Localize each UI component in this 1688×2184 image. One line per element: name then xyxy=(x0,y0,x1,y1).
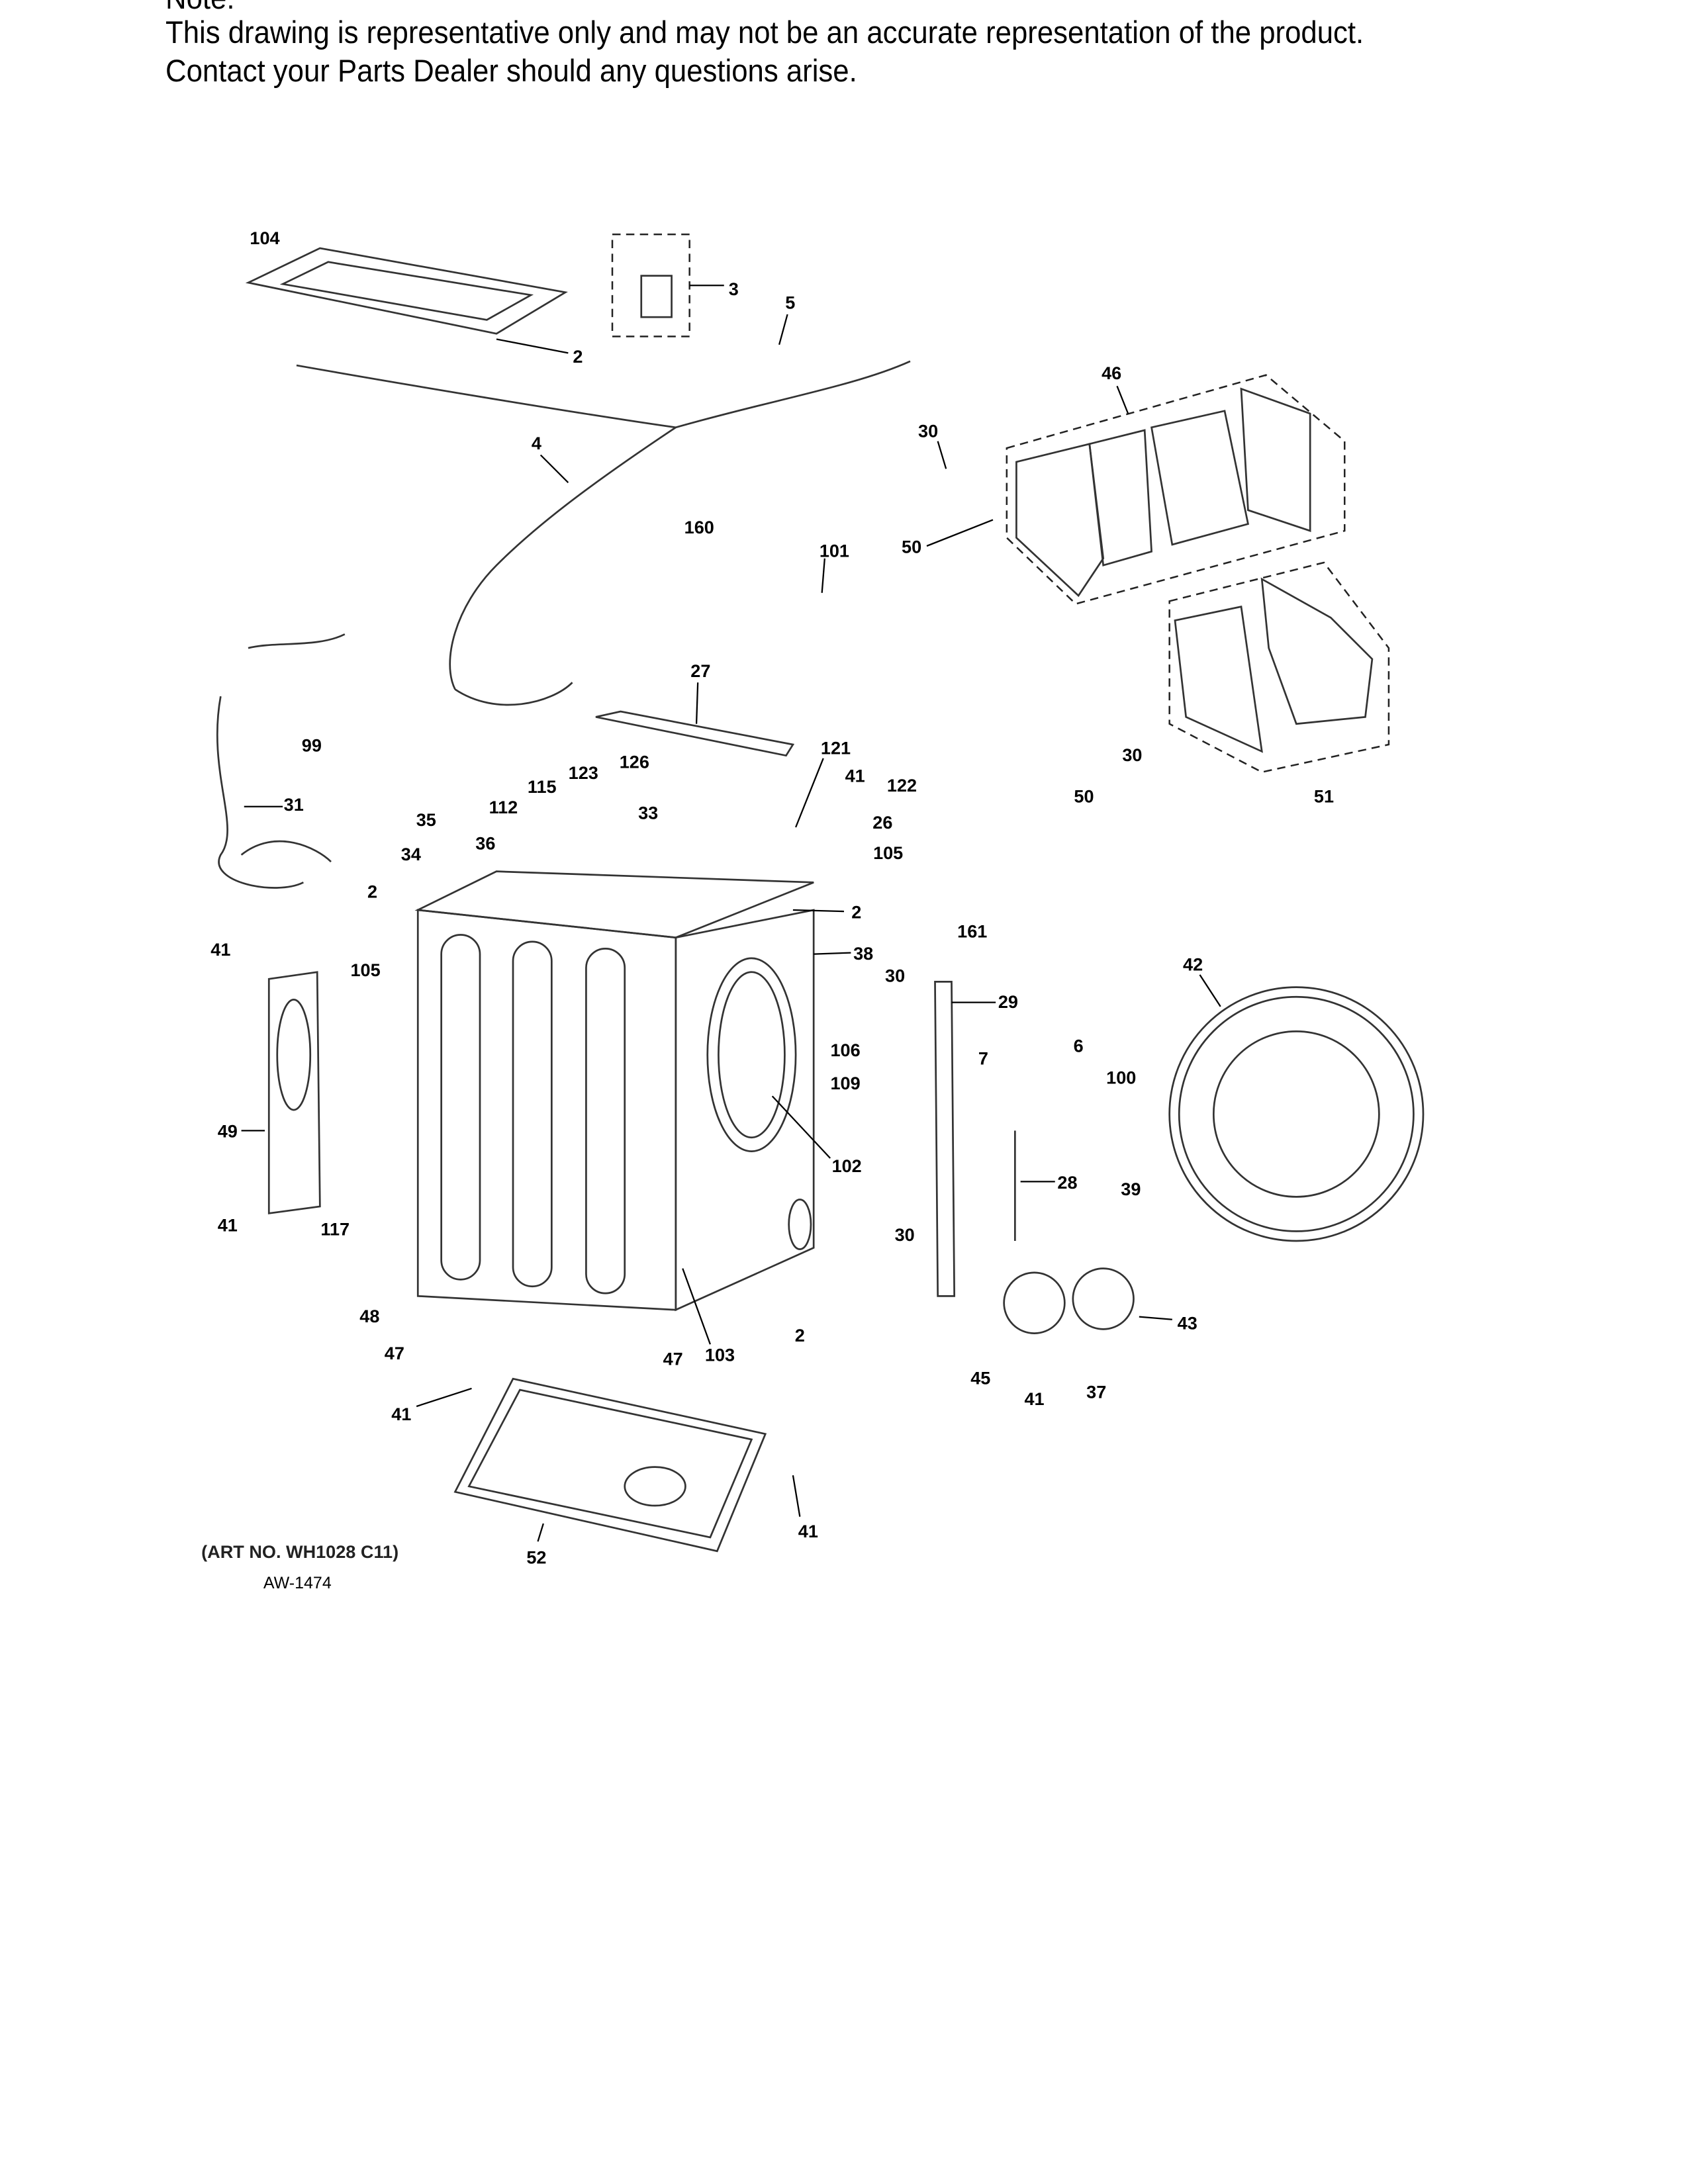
callout-label: 36 xyxy=(475,833,495,853)
callout-label: 29 xyxy=(998,991,1018,1012)
callout-label: 45 xyxy=(970,1368,990,1388)
callout-label: 30 xyxy=(885,965,905,985)
callout-label: 30 xyxy=(918,420,938,441)
callout-label: 126 xyxy=(620,751,649,772)
callout-label: 51 xyxy=(1314,786,1334,807)
callout-label: 41 xyxy=(798,1521,818,1541)
callout-label: 27 xyxy=(690,660,710,681)
note-line-1: This drawing is representative only and … xyxy=(165,15,1364,50)
callout-label: 26 xyxy=(872,812,892,833)
callout-label: 30 xyxy=(1122,745,1142,765)
leader-lines xyxy=(241,285,1221,1542)
callout-label: 117 xyxy=(320,1219,350,1240)
callout-label: 101 xyxy=(820,541,849,561)
cabinet-side xyxy=(416,909,677,1311)
callout-label: 50 xyxy=(902,536,921,557)
callout-label: 106 xyxy=(830,1040,860,1060)
callout-label: 37 xyxy=(1086,1382,1106,1402)
callout-label: 105 xyxy=(873,842,903,863)
callout-label: 99 xyxy=(302,735,322,755)
callout-label: 46 xyxy=(1102,363,1121,383)
callout-label: 161 xyxy=(957,921,987,942)
callout-label: 34 xyxy=(401,844,421,864)
note-line-2: Contact your Parts Dealer should any que… xyxy=(165,53,857,88)
callout-label: 122 xyxy=(887,775,917,796)
callout-label: 52 xyxy=(526,1547,546,1568)
callout-label: 115 xyxy=(528,776,557,797)
callout-label: 35 xyxy=(416,809,436,830)
callout-label: 2 xyxy=(851,902,861,923)
callout-label: 47 xyxy=(663,1349,683,1369)
callout-label: 103 xyxy=(705,1344,735,1365)
callout-label: 47 xyxy=(385,1343,404,1363)
callout-label: 123 xyxy=(569,762,598,783)
callout-label: 112 xyxy=(489,797,518,817)
module-box xyxy=(1168,561,1390,773)
callout-label: 42 xyxy=(1183,954,1203,975)
callout-label: 49 xyxy=(218,1121,238,1142)
callout-label: 7 xyxy=(978,1048,988,1068)
drawing-id: AW-1474 xyxy=(263,1574,332,1592)
cabinet-front xyxy=(675,909,815,1312)
callout-label: 48 xyxy=(359,1306,379,1326)
callout-label: 41 xyxy=(218,1214,238,1235)
callout-label: 104 xyxy=(250,228,279,248)
callout-label: 105 xyxy=(350,960,380,980)
rear-panel xyxy=(267,971,321,1214)
callout-label: 50 xyxy=(1074,786,1094,807)
note-heading: Note: xyxy=(165,0,234,17)
top-panel xyxy=(245,247,568,335)
door xyxy=(1168,986,1425,1242)
base-pan xyxy=(453,1377,767,1553)
callout-label: 41 xyxy=(1024,1388,1044,1409)
callout-label: 2 xyxy=(367,881,377,901)
callout-label: 41 xyxy=(211,939,230,960)
wire-harness xyxy=(248,360,911,706)
callout-label: 38 xyxy=(853,943,873,964)
callout-label: 41 xyxy=(845,765,865,786)
callout-label: 5 xyxy=(785,293,795,313)
callout-label: 160 xyxy=(684,517,714,537)
callout-label: 2 xyxy=(573,346,583,367)
callout-label: 30 xyxy=(895,1224,915,1245)
callout-label: 4 xyxy=(532,433,541,453)
callout-label: 6 xyxy=(1074,1036,1084,1056)
art-number: (ART NO. WH1028 C11) xyxy=(201,1541,399,1562)
filter-box xyxy=(611,233,690,338)
callout-label: 109 xyxy=(830,1073,860,1093)
control-box xyxy=(1006,374,1346,605)
callout-label: 31 xyxy=(284,794,304,815)
callout-label: 102 xyxy=(832,1156,862,1176)
callout-label: 121 xyxy=(821,738,851,758)
callout-label: 41 xyxy=(391,1404,411,1424)
callout-label: 39 xyxy=(1121,1179,1141,1199)
part-drawings xyxy=(216,233,1425,1553)
callout-label: 100 xyxy=(1106,1068,1136,1088)
callout-label: 3 xyxy=(729,279,739,299)
callout-label: 43 xyxy=(1178,1312,1197,1333)
callout-label: 33 xyxy=(638,803,658,823)
callout-label: 28 xyxy=(1057,1172,1077,1193)
callout-label: 2 xyxy=(795,1325,805,1345)
